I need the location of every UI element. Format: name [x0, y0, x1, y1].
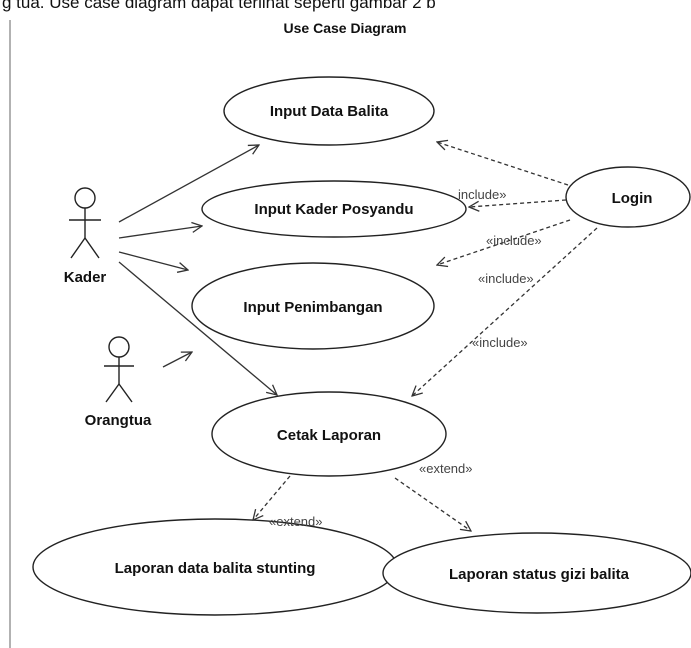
- use-case-input-penimbangan: Input Penimbangan: [191, 262, 435, 350]
- relation-label: «extend»: [269, 514, 323, 529]
- use-case-label: Cetak Laporan: [277, 427, 381, 444]
- include-login-cetak-laporan: [412, 227, 598, 396]
- use-case-cetak-laporan: Cetak Laporan: [211, 391, 447, 477]
- use-case-label: Input Data Balita: [270, 103, 389, 120]
- actor-orangtua-label: Orangtua: [85, 412, 152, 429]
- page-caption: g tua. Use case diagram dapat terlihat s…: [0, 0, 691, 20]
- extend-cetak-laporan-gizi: [394, 477, 471, 531]
- include-login-input-kader: [469, 199, 567, 207]
- association-kader-input-data-balita: [118, 145, 259, 223]
- relation-label: include»: [458, 187, 506, 202]
- association-kader-cetak-laporan: [118, 261, 277, 395]
- actor-kader-label: Kader: [64, 269, 107, 286]
- actor-orangtua: [104, 336, 134, 403]
- use-case-laporan-stunting: Laporan data balita stunting: [32, 518, 398, 616]
- caption-text: g tua. Use case diagram dapat terlihat s…: [2, 0, 436, 12]
- use-case-input-data-balita: Input Data Balita: [223, 76, 435, 146]
- use-case-label: Login: [612, 190, 653, 207]
- actor-kader: [69, 187, 101, 259]
- use-case-laporan-gizi: Laporan status gizi balita: [382, 532, 691, 614]
- use-case-label: Input Kader Posyandu: [254, 201, 413, 218]
- association-kader-input-kader: [118, 226, 202, 239]
- relation-label: «extend»: [419, 461, 473, 476]
- use-case-login: Login: [565, 166, 691, 228]
- use-case-label: Laporan status gizi balita: [449, 566, 630, 583]
- actor-head-icon: [108, 336, 130, 358]
- relation-label: «include»: [486, 233, 542, 248]
- use-case-input-kader-posyandu: Input Kader Posyandu: [201, 180, 467, 238]
- association-kader-input-penimbangan: [118, 251, 188, 270]
- relation-label: «include»: [472, 335, 528, 350]
- association-orangtua: [162, 352, 192, 368]
- extend-cetak-laporan-stunting: [253, 475, 291, 520]
- actor-head-icon: [74, 187, 96, 209]
- use-case-label: Laporan data balita stunting: [115, 560, 316, 577]
- use-case-label: Input Penimbangan: [243, 299, 382, 316]
- include-login-input-penimbangan: [437, 219, 571, 265]
- diagram-title: Use Case Diagram: [284, 20, 407, 36]
- relation-label: «include»: [478, 271, 534, 286]
- include-login-input-data-balita: [437, 142, 569, 186]
